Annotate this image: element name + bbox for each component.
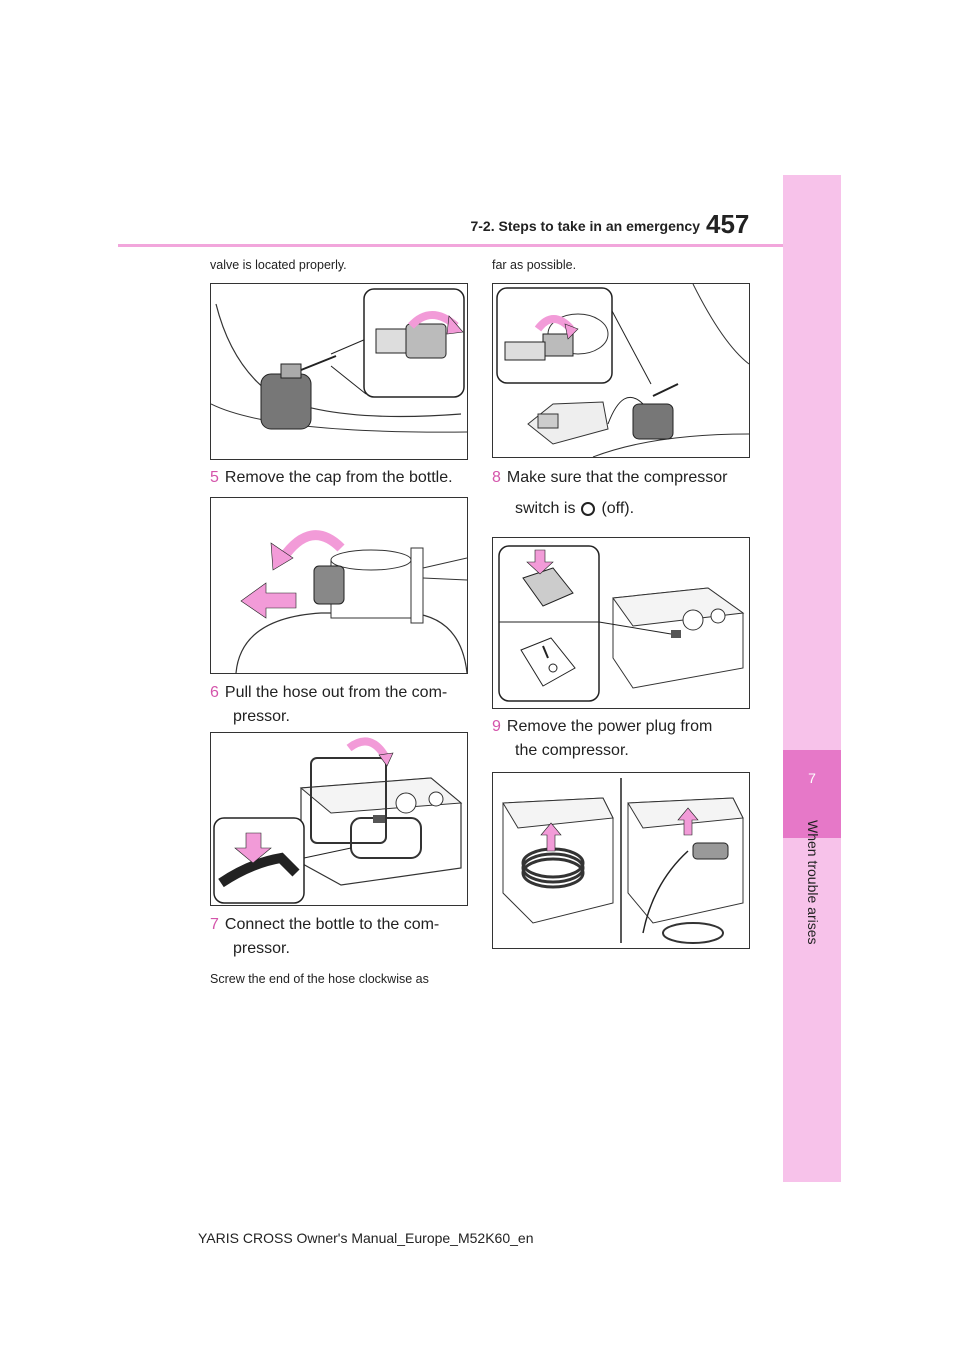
side-tab (783, 175, 841, 1182)
plug-illustration (502, 778, 744, 944)
hose-illustration (213, 737, 463, 904)
valve-illustration (211, 288, 467, 433)
chapter-number-box (783, 750, 841, 838)
figure-valve-check (210, 283, 468, 460)
figure-screw-hose (492, 283, 750, 458)
step-6-cont: pressor. (233, 708, 290, 725)
figure-switch-off (492, 537, 750, 709)
left-top-text: valve is located properly. (210, 258, 347, 272)
step-9-cont: the compressor. (515, 742, 629, 759)
figure-remove-plug (492, 772, 750, 949)
screw-illustration (496, 284, 749, 457)
footer-text: YARIS CROSS Owner's Manual_Europe_M52K60… (198, 1230, 534, 1246)
chapter-title: When trouble arises (805, 820, 821, 945)
step-7-cont: pressor. (233, 940, 290, 957)
figure-pull-hose (210, 732, 468, 906)
chapter-number: 7 (808, 770, 816, 786)
power-off-icon (581, 502, 596, 516)
section-title: 7-2. Steps to take in an emergency (470, 218, 700, 234)
header-rule (118, 244, 783, 247)
right-top-text: far as possible. (492, 258, 577, 272)
step-8-cont: switch is(off). (515, 500, 635, 517)
figure-remove-cap (210, 497, 468, 674)
page-number: 457 (706, 209, 750, 239)
cap-illustration (235, 530, 467, 673)
switch-illustration (498, 545, 745, 702)
left-bottom-text: Screw the end of the hose clockwise as (210, 972, 429, 986)
